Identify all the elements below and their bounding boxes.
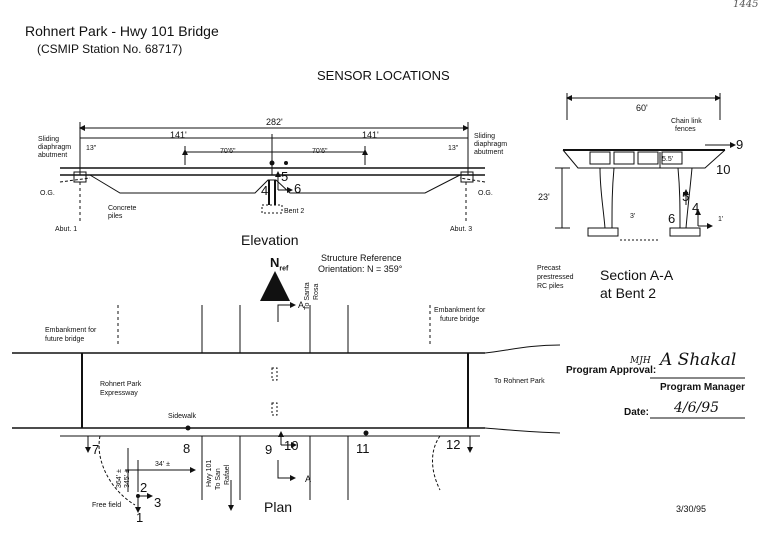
sidewalk-label: Sidewalk (168, 413, 197, 420)
embank-left-2: future bridge (45, 336, 85, 343)
section-width-label: 60' (636, 103, 648, 113)
abut-right-label-2: diaphragm (474, 141, 508, 148)
sensor-5-section: 5 (682, 189, 690, 204)
sensor-6-section: 6 (668, 211, 676, 226)
abut-left-label-1: Sliding (38, 136, 60, 143)
plan-caption: Plan (264, 499, 293, 515)
to-rohnert-park: To Rohnert Park (494, 378, 545, 385)
free-field-label: Free field (92, 502, 122, 509)
date-value: 4/6/95 (674, 400, 720, 416)
section-caption-1: Section A-A (600, 267, 674, 283)
overall-span-label: 282' (266, 117, 283, 127)
reference-title: Structure Reference (321, 253, 402, 263)
sheet-heading: SENSOR LOCATIONS (317, 68, 450, 83)
dist-34: 34' ± (155, 461, 170, 468)
sensor-10-section: 10 (716, 162, 731, 177)
corner-mark: 1445 (733, 0, 759, 10)
to-santa-rosa-1: To Santa (304, 282, 311, 310)
right-end-dim: 13" (448, 145, 459, 152)
approval-label: Program Approval: (566, 365, 657, 376)
fence-label-1: Chain link (671, 118, 702, 125)
approval-initials: MJH (630, 356, 651, 366)
fence-label-2: fences (675, 126, 696, 133)
abut-left-label-2: diaphragm (38, 144, 72, 151)
dist-345: 345' ± (124, 469, 131, 488)
left-span-label: 141' (170, 130, 187, 140)
concrete-piles-1: Concrete (108, 205, 137, 212)
piles-label-3: RC piles (537, 283, 564, 290)
left-subspan-label: 70'6" (220, 148, 236, 155)
abut3-label: Abut. 3 (450, 226, 473, 233)
sensor-3-plan: 3 (154, 495, 162, 510)
piles-label-1: Precast (537, 265, 561, 272)
dist-364: 364' ± (116, 469, 123, 488)
embank-right-1: Embankment for (434, 307, 486, 314)
program-manager-label: Program Manager (660, 382, 746, 393)
sensor-2-plan: 2 (140, 480, 148, 495)
sensor-4-section: 4 (692, 200, 700, 215)
section-caption-2: at Bent 2 (600, 285, 657, 301)
right-span-label: 141' (362, 130, 379, 140)
to-san-rafael-1: To San (215, 468, 222, 490)
elevation-caption: Elevation (241, 232, 299, 248)
date-label: Date: (624, 407, 650, 418)
to-san-rafael-2: Rafael (224, 464, 231, 485)
base-label: 1' (718, 216, 724, 223)
sensor-9-plan: 9 (265, 442, 273, 457)
reference-orientation: Orientation: N = 359° (318, 264, 403, 274)
sensor-4-elevation: 4 (261, 183, 269, 198)
drawing-title: Rohnert Park - Hwy 101 Bridge (25, 23, 219, 39)
sensor-1-plan: 1 (136, 510, 144, 525)
sensor-6-elevation: 6 (294, 181, 302, 196)
concrete-piles-2: piles (108, 213, 123, 220)
piles-label-2: prestressed (537, 274, 574, 281)
sensor-8-plan: 8 (183, 441, 191, 456)
section-mark-top: A (298, 300, 305, 310)
abut-right-label-1: Sliding (474, 133, 496, 140)
expressway-label-1: Rohnert Park (100, 381, 142, 388)
to-santa-rosa-2: Rosa (313, 283, 320, 300)
abut-left-label-3: abutment (38, 152, 68, 159)
embank-left-1: Embankment for (45, 327, 97, 334)
embank-right-2: future bridge (440, 316, 480, 323)
abut1-label: Abut. 1 (55, 226, 78, 233)
expressway-label-2: Expressway (100, 390, 138, 397)
sensor-5-elevation: 5 (281, 169, 289, 184)
og-left: O.G. (40, 190, 55, 197)
og-right: O.G. (478, 190, 493, 197)
section-height-label: 23' (538, 192, 550, 202)
footing-label: 3' (630, 213, 636, 220)
box-depth-label: 5.5' (662, 156, 674, 163)
sensor-7-plan: 7 (92, 442, 100, 457)
hwy-label: Hwy 101 (206, 459, 213, 487)
sensor-10-plan: 10 (284, 438, 299, 453)
station-number: (CSMIP Station No. 68717) (37, 42, 183, 56)
bent-label: Bent 2 (284, 208, 305, 215)
revision-date: 3/30/95 (676, 504, 707, 514)
north-ref-label: Nref (270, 255, 289, 273)
sensor-12-plan: 12 (446, 437, 461, 452)
sensor-9-section: 9 (736, 137, 744, 152)
left-end-dim: 13" (86, 145, 97, 152)
abut-right-label-3: abutment (474, 149, 504, 156)
right-subspan-label: 70'6" (312, 148, 328, 155)
section-mark-bottom: A (305, 474, 312, 484)
approval-signature: A Shakal (660, 350, 737, 370)
sensor-11-plan: 11 (356, 441, 370, 456)
